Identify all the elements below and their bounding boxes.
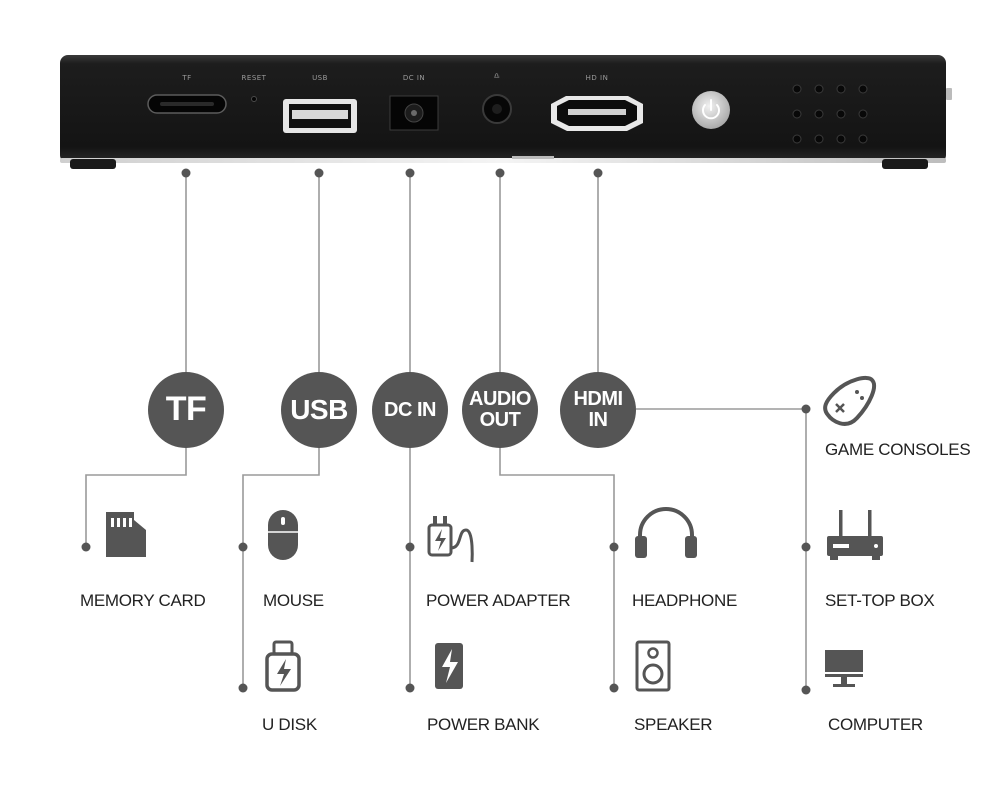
vent-hole: [814, 109, 824, 119]
game-console-icon: [823, 375, 877, 426]
power-icon: [702, 104, 720, 120]
audio-jack-hole: [492, 104, 502, 114]
device-label-tf: TF: [182, 74, 192, 82]
u-disk-icon: [265, 640, 301, 692]
mouse-dot: [238, 542, 248, 552]
computer-dot: [801, 685, 811, 695]
port-circle-audio-out-label: AUDIO OUT: [469, 388, 531, 431]
power-bank-icon: [435, 643, 463, 689]
speaker-dot: [609, 683, 619, 693]
device-foot-right: [882, 159, 928, 169]
port-circle-audio-out: AUDIO OUT: [462, 372, 538, 448]
game-consoles-dot: [801, 404, 811, 414]
memory-card-dot: [81, 542, 91, 552]
vent-hole: [858, 134, 868, 144]
device-icons: [106, 375, 883, 692]
side-notch: [946, 88, 952, 100]
vent-hole: [792, 134, 802, 144]
label-speaker: SPEAKER: [634, 715, 713, 734]
device-label-usb: USB: [312, 74, 328, 82]
tf-branch-line: [85, 445, 187, 547]
power-adapter-icon: [427, 516, 474, 563]
connector-lines: [85, 173, 807, 690]
vent-hole: [858, 109, 868, 119]
reset-hole: [251, 96, 257, 102]
device-bottom-edge: [60, 158, 946, 163]
usb-port-tongue: [292, 110, 348, 119]
vent-hole: [792, 109, 802, 119]
dc-top-dot: [405, 168, 415, 178]
usb-top-dot: [314, 168, 324, 178]
device-label-reset: RESET: [241, 74, 267, 82]
vent-hole: [814, 84, 824, 94]
hdmi-branch-line: [636, 408, 807, 690]
label-power-bank: POWER BANK: [427, 715, 540, 734]
audio-top-dot: [495, 168, 505, 178]
set-top-box-dot: [801, 542, 811, 552]
u-disk-dot: [238, 683, 248, 693]
device-label-hd-in: HD IN: [585, 74, 609, 82]
port-circle-tf: TF: [148, 372, 224, 448]
vent-hole: [858, 84, 868, 94]
connector-dots: [81, 168, 811, 695]
vent-hole: [836, 109, 846, 119]
set-top-box-icon: [827, 510, 883, 560]
port-circle-dc-in: DC IN: [372, 372, 448, 448]
device-label-audio: ♎: [493, 72, 501, 80]
vent-hole: [814, 134, 824, 144]
device-label-dc-in: DC IN: [402, 74, 426, 82]
power-adapter-dot: [405, 542, 415, 552]
port-circle-hdmi-in-label: HDMI IN: [573, 388, 623, 431]
label-computer: COMPUTER: [828, 715, 923, 734]
label-headphone: HEADPHONE: [632, 591, 737, 610]
label-u-disk: U DISK: [262, 715, 317, 734]
label-set-top-box: SET-TOP BOX: [825, 591, 935, 610]
center-highlight: [512, 156, 554, 159]
port-circle-dc-in-label: DC IN: [384, 398, 436, 421]
label-game-consoles: GAME CONSOLES: [825, 440, 971, 459]
usb-branch-line: [242, 445, 320, 688]
audio-branch-line: [499, 445, 615, 688]
headphone-icon: [635, 507, 697, 558]
speaker-icon: [635, 640, 671, 692]
port-circle-hdmi-in: HDMI IN: [560, 372, 636, 448]
hdmi-top-dot: [593, 168, 603, 178]
headphone-dot: [609, 542, 619, 552]
port-circle-tf-label: TF: [165, 390, 207, 429]
label-mouse: MOUSE: [263, 591, 324, 610]
label-power-adapter: POWER ADAPTER: [426, 591, 571, 610]
memory-card-icon: [106, 512, 146, 557]
vent-hole: [792, 84, 802, 94]
memory-card-icon-contacts: [111, 518, 132, 527]
mouse-icon: [268, 510, 298, 560]
tf-slot-inner: [160, 102, 214, 106]
vent-grid: [792, 84, 868, 144]
power-bank-dot: [405, 683, 415, 693]
hdmi-port-pins: [568, 109, 626, 115]
dc-in-pin: [411, 110, 417, 116]
computer-icon: [825, 650, 863, 687]
tv-box-device: [60, 55, 952, 169]
port-circle-usb: USB: [281, 372, 357, 448]
tf-top-dot: [181, 168, 191, 178]
vent-hole: [836, 84, 846, 94]
device-foot-left: [70, 159, 116, 169]
vent-hole: [836, 134, 846, 144]
label-memory-card: MEMORY CARD: [80, 591, 206, 610]
port-circle-usb-label: USB: [290, 394, 348, 426]
